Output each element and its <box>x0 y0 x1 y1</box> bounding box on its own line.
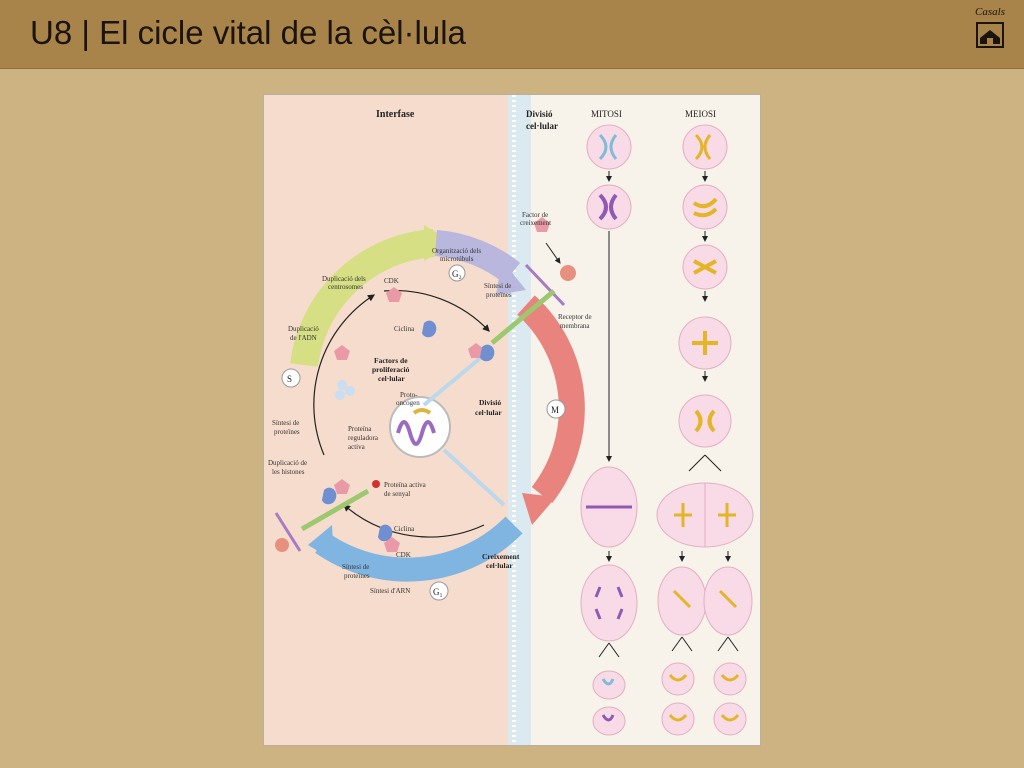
cell-div-1: Divisió <box>479 398 501 407</box>
microtubule-org-1: Organització dels <box>432 247 481 255</box>
cyclin-protein-top <box>422 320 437 338</box>
logo-house-icon <box>976 22 1004 48</box>
cell-div-2: cel·lular <box>475 408 502 417</box>
logo-text: Casals <box>975 6 1005 18</box>
interphase-title: Interfase <box>376 109 415 120</box>
dup-centrosomes-2: centrosomes <box>328 283 363 291</box>
cdk-protein-bottom <box>384 537 400 552</box>
s-phase-arc <box>290 229 436 368</box>
m-phase-arc <box>517 295 585 504</box>
phase-g1-label: G₁ <box>433 587 443 597</box>
signal-protein-1: Proteïna activa <box>384 481 427 489</box>
protein-syn-left-1: Síntesi de <box>272 419 299 427</box>
header-bar: U8 | El cicle vital de la cèl·lula Casal… <box>0 0 1024 69</box>
meiosis-column <box>656 124 754 736</box>
division-title-1: Divisió <box>526 109 553 119</box>
reg-protein-2: reguladora <box>348 434 379 442</box>
rna-syn-label: Síntesi d'ARN <box>370 587 410 595</box>
protein-syn-top-2: proteïnes <box>486 291 512 299</box>
dup-histones-1: Duplicació de <box>268 459 307 467</box>
protooncogene-1: Proto- <box>400 391 418 399</box>
membrane-receptor-2: membrana <box>560 322 590 330</box>
reg-protein-1: Proteïna <box>348 425 372 433</box>
reg-protein-3: activa <box>348 443 366 451</box>
prolif-factors-1: Factors de <box>374 356 408 365</box>
signal-protein-dot <box>372 480 380 488</box>
cdk-protein-top <box>386 287 402 302</box>
meiosis-title: MEIOSI <box>685 109 716 119</box>
signal-protein-2: de senyal <box>384 490 410 498</box>
prolif-factors-3: cel·lular <box>378 374 405 383</box>
page-title: U8 | El cicle vital de la cèl·lula <box>30 14 466 51</box>
protein-syn-left-2: proteïnes <box>274 428 300 436</box>
protein-syn-bottom-2: proteïnes <box>344 572 370 580</box>
cell-cycle-svg: Interfase Divisió cel·lular MITOSI MEIOS… <box>264 95 760 745</box>
casals-logo: Casals <box>970 6 1010 54</box>
membrane-receptor-1: Receptor de <box>558 313 592 321</box>
nucleus <box>389 396 451 458</box>
dup-adn-1: Duplicació <box>288 325 319 333</box>
cyclin-protein-bottom <box>378 524 393 542</box>
phase-m-label: M <box>551 405 559 415</box>
dup-centrosomes-1: Duplicació dels <box>322 275 366 283</box>
protooncogene-2: oncogen <box>396 399 420 407</box>
cdk-top-label: CDK <box>384 277 399 285</box>
microtubule-org-2: microtúbuls <box>440 255 474 263</box>
cyclin-top-label: Ciclina <box>394 325 415 333</box>
growth-factor-2: creixement <box>520 219 551 227</box>
cyclin-bottom-label: Ciclina <box>394 525 415 533</box>
growth-factor-1: Factor de <box>522 211 548 219</box>
dup-histones-2: les histones <box>272 468 305 476</box>
cdk-bottom-label: CDK <box>396 551 411 559</box>
dup-adn-2: de l'ADN <box>290 334 317 342</box>
division-title-2: cel·lular <box>526 121 558 131</box>
mitosis-column <box>580 124 638 736</box>
protein-syn-top-1: Síntesi de <box>484 282 511 290</box>
protein-syn-bottom-1: Síntesi de <box>342 563 369 571</box>
cell-growth-1: Creixement <box>482 552 520 561</box>
cell-cycle-figure: Interfase Divisió cel·lular MITOSI MEIOS… <box>263 94 761 746</box>
growth-factor <box>534 217 550 232</box>
phase-s-label: S <box>287 374 292 384</box>
g1-phase-arc <box>315 516 523 582</box>
phase-g2-label: G₂ <box>452 269 462 279</box>
prolif-factors-2: proliferació <box>372 365 410 374</box>
cell-growth-2: cel·lular <box>486 561 513 570</box>
mitosis-title: MITOSI <box>591 109 622 119</box>
